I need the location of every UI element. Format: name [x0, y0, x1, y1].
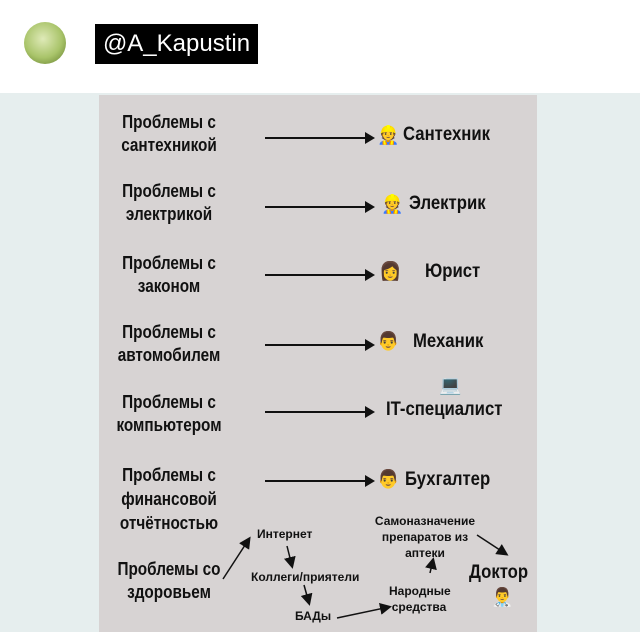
- arrow: [265, 201, 375, 213]
- professional-label: Электрик: [409, 193, 486, 214]
- professional-label: IT-специалист: [386, 399, 503, 420]
- avatar[interactable]: [24, 22, 66, 64]
- accountant-icon: 👨: [377, 469, 400, 489]
- problem-label: Проблемы со здоровьем: [117, 559, 221, 602]
- problem-label: Проблемы с электрикой: [122, 181, 216, 224]
- problem-label: Проблемы с законом: [122, 253, 216, 296]
- problem-label: Проблемы с компьютером: [116, 392, 222, 435]
- electrician-icon: 👷: [381, 194, 404, 214]
- step-colleagues: Коллеги/приятели: [251, 570, 360, 584]
- arrow: [265, 269, 375, 281]
- doctor-label: Доктор: [469, 562, 529, 583]
- plumber-icon: 👷: [377, 125, 400, 145]
- post-header: @A_Kapustin: [0, 0, 640, 93]
- meme-image: Проблемы с сантехникой 👷 Сантехник Пробл…: [99, 95, 537, 632]
- professional-label: Механик: [413, 331, 484, 352]
- problem-label: Проблемы с финансовой отчётностью: [119, 465, 219, 533]
- health-arrows: [222, 534, 509, 619]
- lawyer-icon: 👩: [379, 261, 402, 281]
- arrow: [265, 339, 375, 351]
- professional-label: Сантехник: [403, 124, 490, 145]
- computer-icon: 💻: [439, 375, 462, 395]
- username-label[interactable]: @A_Kapustin: [95, 24, 258, 64]
- step-self-medication: Самоназначение препаратов из аптеки: [374, 514, 476, 560]
- step-supplements: БАДы: [295, 609, 332, 623]
- problem-label: Проблемы с автомобилем: [117, 322, 221, 365]
- arrow: [265, 132, 375, 144]
- arrow: [265, 406, 375, 418]
- step-folk-remedies: Народные средства: [389, 584, 451, 614]
- problem-label: Проблемы с сантехникой: [121, 112, 217, 155]
- step-internet: Интернет: [257, 527, 313, 541]
- arrow: [265, 475, 375, 487]
- doctor-icon: 👨‍⚕️: [491, 587, 514, 607]
- mechanic-icon: 👨: [377, 331, 400, 351]
- professional-label: Бухгалтер: [405, 469, 491, 490]
- professional-label: Юрист: [425, 261, 481, 282]
